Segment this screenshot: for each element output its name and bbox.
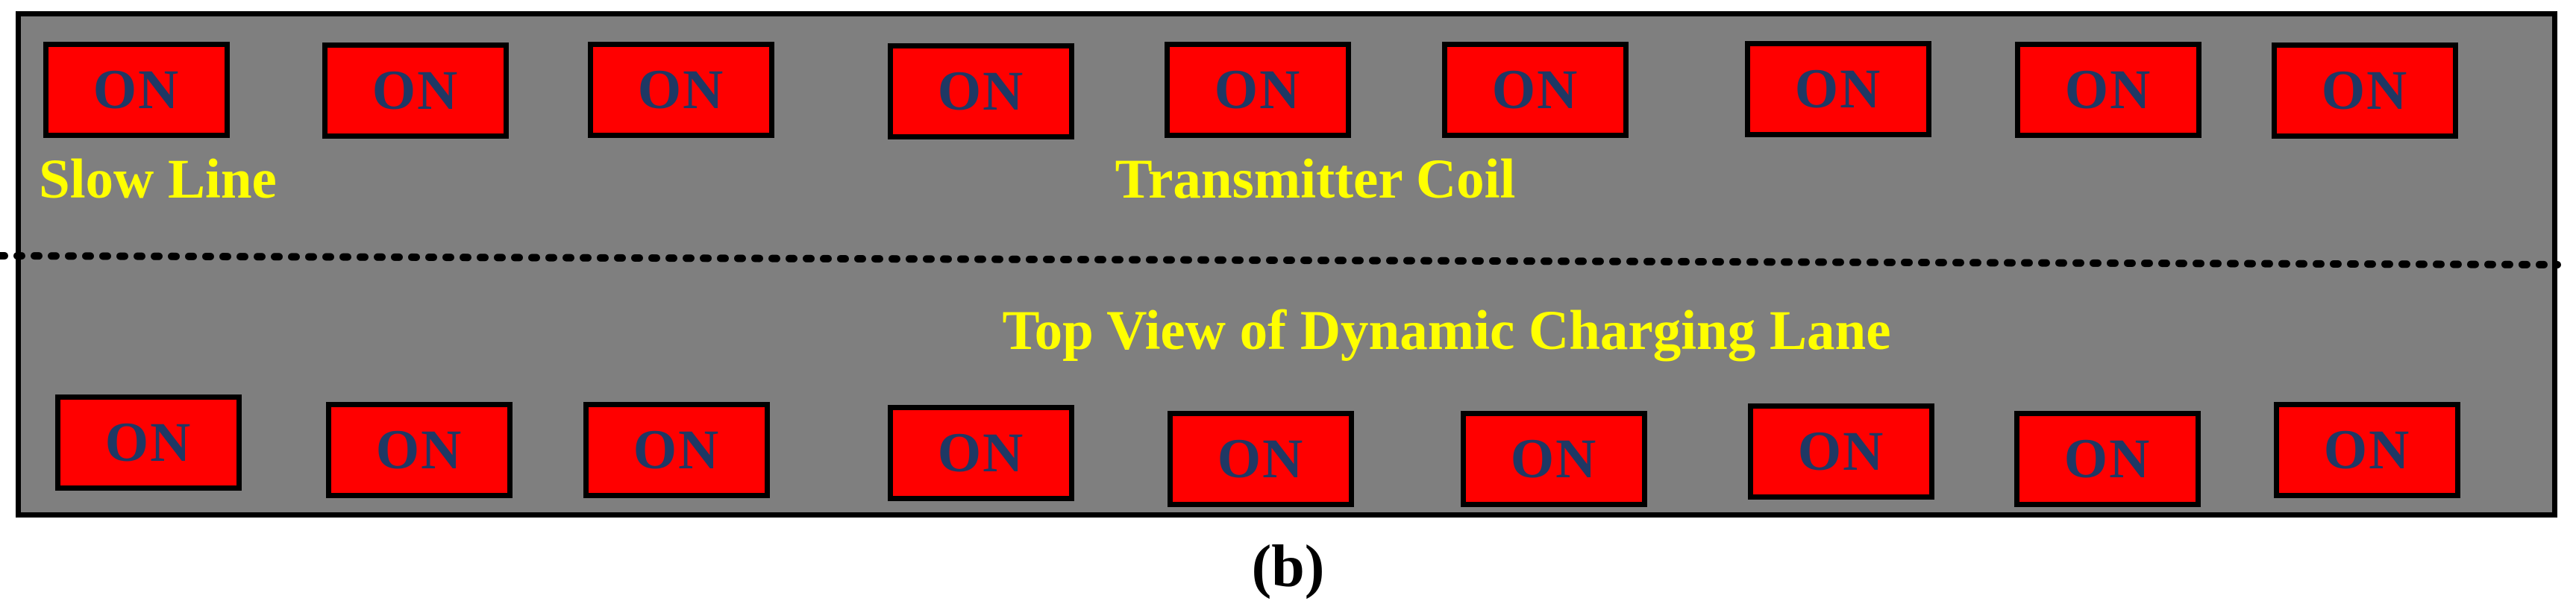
transmitter-coil-box: ON — [43, 42, 230, 138]
transmitter-coil-box: ON — [588, 42, 774, 138]
coil-state-label: ON — [372, 60, 460, 122]
coil-state-label: ON — [104, 412, 192, 474]
coil-state-label: ON — [1491, 59, 1579, 121]
coil-state-label: ON — [1797, 421, 1885, 482]
coil-state-label: ON — [375, 419, 463, 481]
coil-state-label: ON — [2063, 428, 2152, 490]
transmitter-coil-box: ON — [1748, 403, 1934, 500]
transmitter-coil-box: ON — [1168, 411, 1354, 507]
transmitter-coil-box: ON — [1461, 411, 1647, 507]
transmitter-coil-box: ON — [1165, 42, 1351, 138]
transmitter-coil-label: Transmitter Coil — [1115, 148, 1516, 210]
coil-state-label: ON — [93, 59, 181, 121]
coil-state-label: ON — [633, 419, 721, 481]
coil-state-label: ON — [2321, 60, 2409, 122]
coil-state-label: ON — [937, 422, 1025, 484]
transmitter-coil-box: ON — [322, 43, 509, 139]
coil-state-label: ON — [2323, 419, 2411, 481]
transmitter-coil-box: ON — [888, 405, 1074, 501]
transmitter-coil-box: ON — [55, 394, 242, 491]
figure-caption: (b) — [1251, 534, 1325, 600]
coil-state-label: ON — [1510, 428, 1598, 490]
transmitter-coil-box: ON — [2274, 402, 2460, 498]
transmitter-coil-box: ON — [326, 402, 513, 498]
transmitter-coil-box: ON — [1442, 42, 1629, 138]
coil-state-label: ON — [2064, 59, 2152, 121]
transmitter-coil-box: ON — [1745, 41, 1931, 137]
coil-state-label: ON — [1217, 428, 1305, 490]
top-view-of-dynamic-charging-lane-label: Top View of Dynamic Charging Lane — [1002, 300, 1891, 362]
coil-state-label: ON — [1214, 59, 1302, 121]
transmitter-coil-box: ON — [583, 402, 770, 498]
transmitter-coil-box: ON — [888, 43, 1074, 139]
coil-state-label: ON — [937, 60, 1025, 122]
transmitter-coil-box: ON — [2014, 411, 2201, 507]
coil-state-label: ON — [637, 59, 725, 121]
coil-state-label: ON — [1794, 58, 1882, 120]
slow-line-label: Slow Line — [39, 148, 277, 210]
transmitter-coil-box: ON — [2015, 42, 2201, 138]
transmitter-coil-box: ON — [2272, 43, 2458, 139]
